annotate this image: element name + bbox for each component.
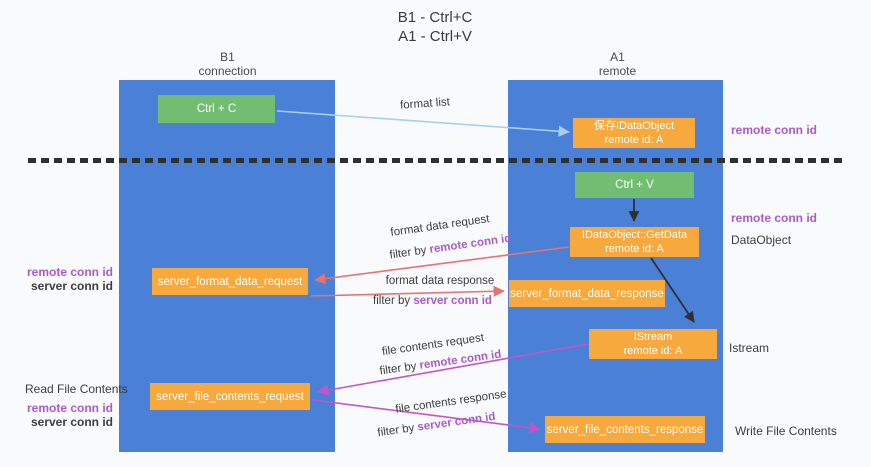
right-column-role: remote <box>598 64 637 78</box>
server-file-contents-response-label: server_file_contents_response <box>546 423 704 436</box>
istream-line1: IStream <box>633 331 673 343</box>
section-divider <box>28 158 846 163</box>
server-conn-id-left-1: server conn id <box>30 279 113 293</box>
filter-by-server-conn-id-label-1: filter by server conn id <box>373 295 492 307</box>
save-idataobject-line1: 保存IDataObject <box>593 120 675 132</box>
istream-node: IStream remote id: A <box>589 329 717 359</box>
remote-conn-id-right-mid: remote conn id <box>731 211 818 225</box>
getdata-line1: IDataObject::GetData <box>581 229 688 241</box>
title-line-2: A1 - Ctrl+V <box>398 28 472 45</box>
ctrl-c-node: Ctrl + C <box>158 95 275 123</box>
server-file-contents-request-node: server_file_contents_request <box>150 383 310 410</box>
read-file-contents-label: Read File Contents <box>25 382 128 396</box>
format-data-response-label: format data response <box>385 275 495 287</box>
getdata-node: IDataObject::GetData remote id: A <box>570 227 699 257</box>
title-line-1: B1 - Ctrl+C <box>397 9 473 26</box>
remote-conn-id-right-top: remote conn id <box>731 123 818 137</box>
right-column-name: A1 <box>610 50 625 64</box>
ctrl-v-label: Ctrl + V <box>615 179 654 191</box>
right-column-header: A1 remote <box>550 50 685 78</box>
left-column-name: B1 <box>220 50 235 64</box>
server-format-data-request-node: server_format_data_request <box>152 268 308 295</box>
istream-line2: remote id: A <box>623 345 683 357</box>
left-conn-id-stack-2: remote conn id server conn id <box>18 401 113 429</box>
write-file-contents-label: Write File Contents <box>735 424 837 438</box>
format-list-label: format list <box>399 96 451 112</box>
getdata-line2: remote id: A <box>605 243 664 255</box>
server-file-contents-request-label: server_file_contents_request <box>156 390 304 403</box>
format-data-request-label: format data request <box>389 213 491 239</box>
diagram-title: B1 - Ctrl+C A1 - Ctrl+V <box>340 8 530 46</box>
left-column-header: B1 connection <box>160 50 295 78</box>
save-idataobject-line2: remote id: A <box>604 134 664 146</box>
left-column-role: connection <box>198 64 257 78</box>
server-format-data-response-label: server_format_data_response <box>510 287 664 300</box>
ctrl-c-label: Ctrl + C <box>196 103 237 115</box>
server-conn-id-left-2: server conn id <box>30 415 113 429</box>
dataobject-label: DataObject <box>731 233 792 247</box>
remote-conn-id-left-1: remote conn id <box>26 265 113 279</box>
server-format-data-request-label: server_format_data_request <box>157 275 303 288</box>
istream-side-label: Istream <box>729 341 770 355</box>
save-idataobject-node: 保存IDataObject remote id: A <box>573 118 695 148</box>
remote-conn-id-left-2: remote conn id <box>26 401 113 415</box>
server-file-contents-response-node: server_file_contents_response <box>545 416 705 443</box>
server-format-data-response-node: server_format_data_response <box>509 280 665 307</box>
ctrl-v-node: Ctrl + V <box>575 172 694 198</box>
left-conn-id-stack-1: remote conn id server conn id <box>18 265 113 293</box>
